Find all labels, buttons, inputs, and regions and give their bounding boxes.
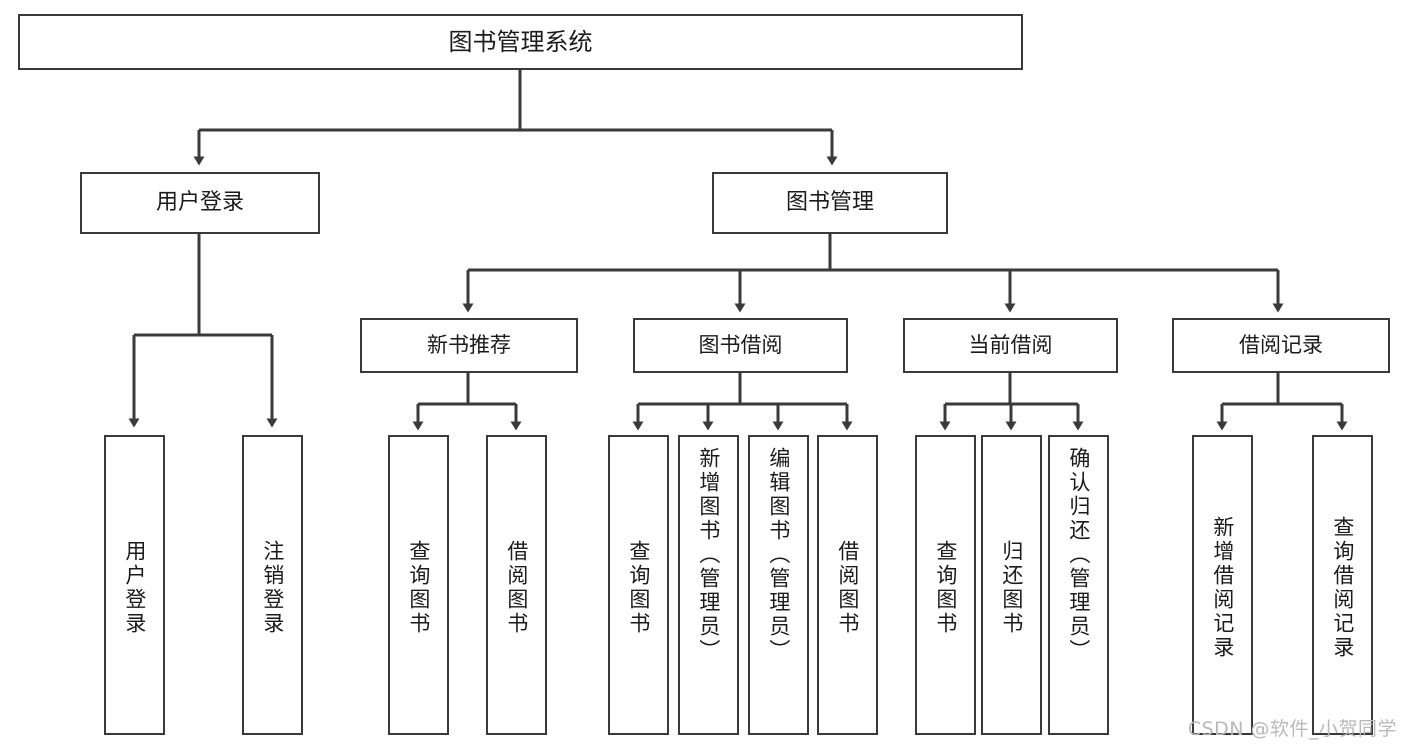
leaf-inner: 借阅图书 [819,443,876,733]
leaf-inner: 新增借阅记录 [1194,443,1251,733]
node-leaf-edit-book-admin-label: 编辑图书（管理员） [766,447,791,663]
node-book-management[interactable]: 图书管理 [712,172,948,234]
leaf-inner: 查询图书 [610,443,667,733]
node-leaf-query-borrow-record-label: 查询借阅记录 [1330,516,1355,660]
leaf-inner: 归还图书 [983,443,1040,733]
node-root[interactable]: 图书管理系统 [18,14,1023,70]
leaf-inner: 确认归还（管理员） [1050,443,1107,737]
node-current-borrow[interactable]: 当前借阅 [903,318,1118,373]
node-leaf-user-login[interactable]: 用户登录 [104,435,165,735]
node-user-login[interactable]: 用户登录 [80,172,320,234]
leaf-inner: 用户登录 [106,443,163,733]
leaf-inner: 查询图书 [917,443,974,733]
node-leaf-edit-book-admin[interactable]: 编辑图书（管理员） [748,435,809,735]
node-book-borrow[interactable]: 图书借阅 [633,318,848,373]
leaf-inner: 查询借阅记录 [1314,443,1371,733]
node-leaf-add-borrow-record[interactable]: 新增借阅记录 [1192,435,1253,735]
node-borrow-record-label: 借阅记录 [1239,333,1323,358]
node-borrow-record[interactable]: 借阅记录 [1172,318,1390,373]
node-leaf-query-book-1[interactable]: 查询图书 [388,435,449,735]
leaf-inner: 编辑图书（管理员） [750,443,807,737]
node-book-borrow-label: 图书借阅 [698,333,783,358]
node-leaf-borrow-book-2[interactable]: 借阅图书 [817,435,878,735]
node-leaf-query-book-3[interactable]: 查询图书 [915,435,976,735]
node-leaf-add-borrow-record-label: 新增借阅记录 [1210,516,1235,660]
node-leaf-return-book-label: 归还图书 [999,540,1024,636]
node-leaf-confirm-return-admin-label: 确认归还（管理员） [1066,447,1091,663]
node-leaf-add-book-admin[interactable]: 新增图书（管理员） [678,435,739,735]
node-leaf-borrow-book-2-label: 借阅图书 [835,540,860,636]
node-leaf-logout-login-label: 注销登录 [260,540,285,636]
node-root-label: 图书管理系统 [448,27,593,56]
node-new-book-recommend[interactable]: 新书推荐 [360,318,578,373]
node-leaf-query-book-2-label: 查询图书 [626,540,651,636]
leaf-inner: 注销登录 [244,443,301,733]
node-leaf-add-book-admin-label: 新增图书（管理员） [696,447,721,663]
node-leaf-return-book[interactable]: 归还图书 [981,435,1042,735]
leaf-inner: 新增图书（管理员） [680,443,737,737]
node-leaf-borrow-book-1-label: 借阅图书 [504,540,529,636]
node-leaf-confirm-return-admin[interactable]: 确认归还（管理员） [1048,435,1109,735]
node-leaf-logout-login[interactable]: 注销登录 [242,435,303,735]
leaf-inner: 查询图书 [390,443,447,733]
node-new-book-recommend-label: 新书推荐 [427,333,511,358]
node-leaf-query-borrow-record[interactable]: 查询借阅记录 [1312,435,1373,735]
watermark: CSDN @软件_小贺同学 [1187,718,1397,740]
node-leaf-query-book-1-label: 查询图书 [406,540,431,636]
node-current-borrow-label: 当前借阅 [968,333,1053,358]
node-leaf-user-login-label: 用户登录 [122,540,147,636]
node-leaf-borrow-book-1[interactable]: 借阅图书 [486,435,547,735]
leaf-inner: 借阅图书 [488,443,545,733]
node-user-login-label: 用户登录 [155,190,244,216]
node-leaf-query-book-2[interactable]: 查询图书 [608,435,669,735]
node-book-management-label: 图书管理 [785,190,874,216]
node-leaf-query-book-3-label: 查询图书 [933,540,958,636]
